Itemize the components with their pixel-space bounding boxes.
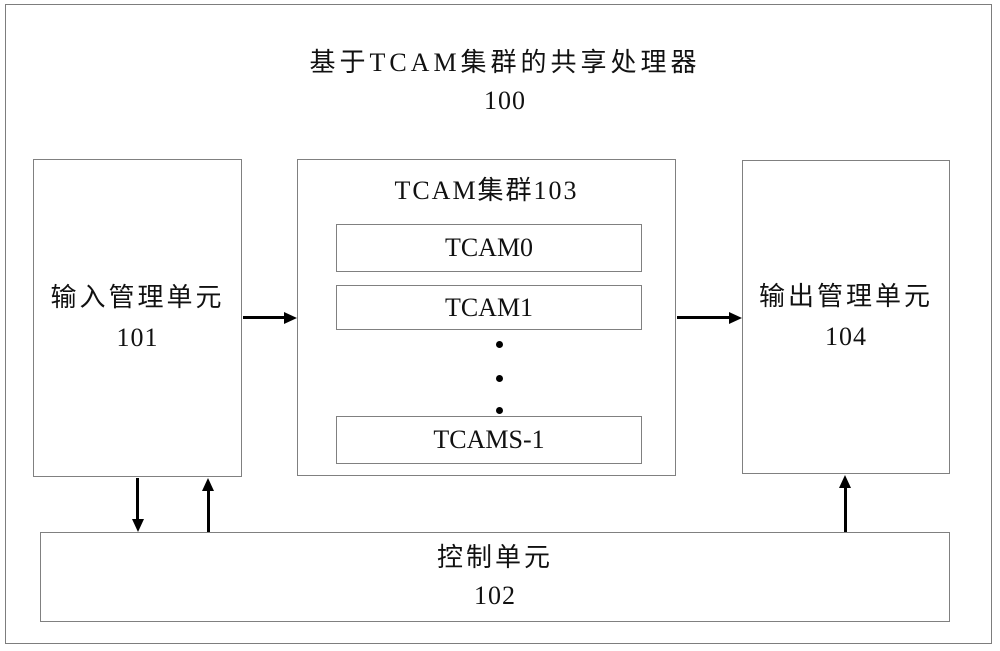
tcam1-label: TCAM1	[444, 292, 534, 322]
title-number: 100	[484, 86, 526, 115]
arrowhead-right-icon	[284, 312, 297, 324]
tcam-cluster-box: TCAM集群103 TCAM0 TCAM1 TCAMS-1	[297, 159, 676, 476]
outer-frame	[5, 4, 992, 644]
control-unit-box: 控制单元 102	[40, 532, 950, 622]
tcam-cluster-label: TCAM集群103	[394, 176, 579, 205]
tcams-1-label: TCAMS-1	[433, 425, 545, 454]
output-unit-number: 104	[825, 322, 867, 351]
ellipsis-dot	[496, 407, 503, 414]
tcams-1-box: TCAMS-1	[336, 416, 642, 464]
ellipsis-dot	[496, 375, 503, 382]
arrowhead-up-icon	[202, 478, 214, 491]
input-management-unit-box: 输入管理单元 101	[33, 159, 242, 477]
tcam1-box: TCAM1	[336, 285, 642, 330]
arrowhead-up-icon	[839, 475, 851, 488]
diagram-title: 基于TCAM集群的共享处理器 100	[255, 44, 755, 120]
input-unit-label: 输入管理单元	[50, 283, 225, 312]
arrowhead-right-icon	[729, 312, 742, 324]
ellipsis-dot	[496, 341, 503, 348]
arrowhead-down-icon	[132, 519, 144, 532]
title-text: 基于TCAM集群的共享处理器	[309, 48, 701, 77]
control-unit-number: 102	[474, 581, 516, 610]
output-management-unit-box: 输出管理单元 104	[742, 160, 950, 474]
output-unit-label: 输出管理单元	[758, 282, 933, 311]
control-unit-label: 控制单元	[436, 543, 553, 572]
input-unit-number: 101	[116, 323, 159, 352]
tcam0-box: TCAM0	[336, 224, 642, 272]
tcam0-label: TCAM0	[444, 233, 534, 262]
